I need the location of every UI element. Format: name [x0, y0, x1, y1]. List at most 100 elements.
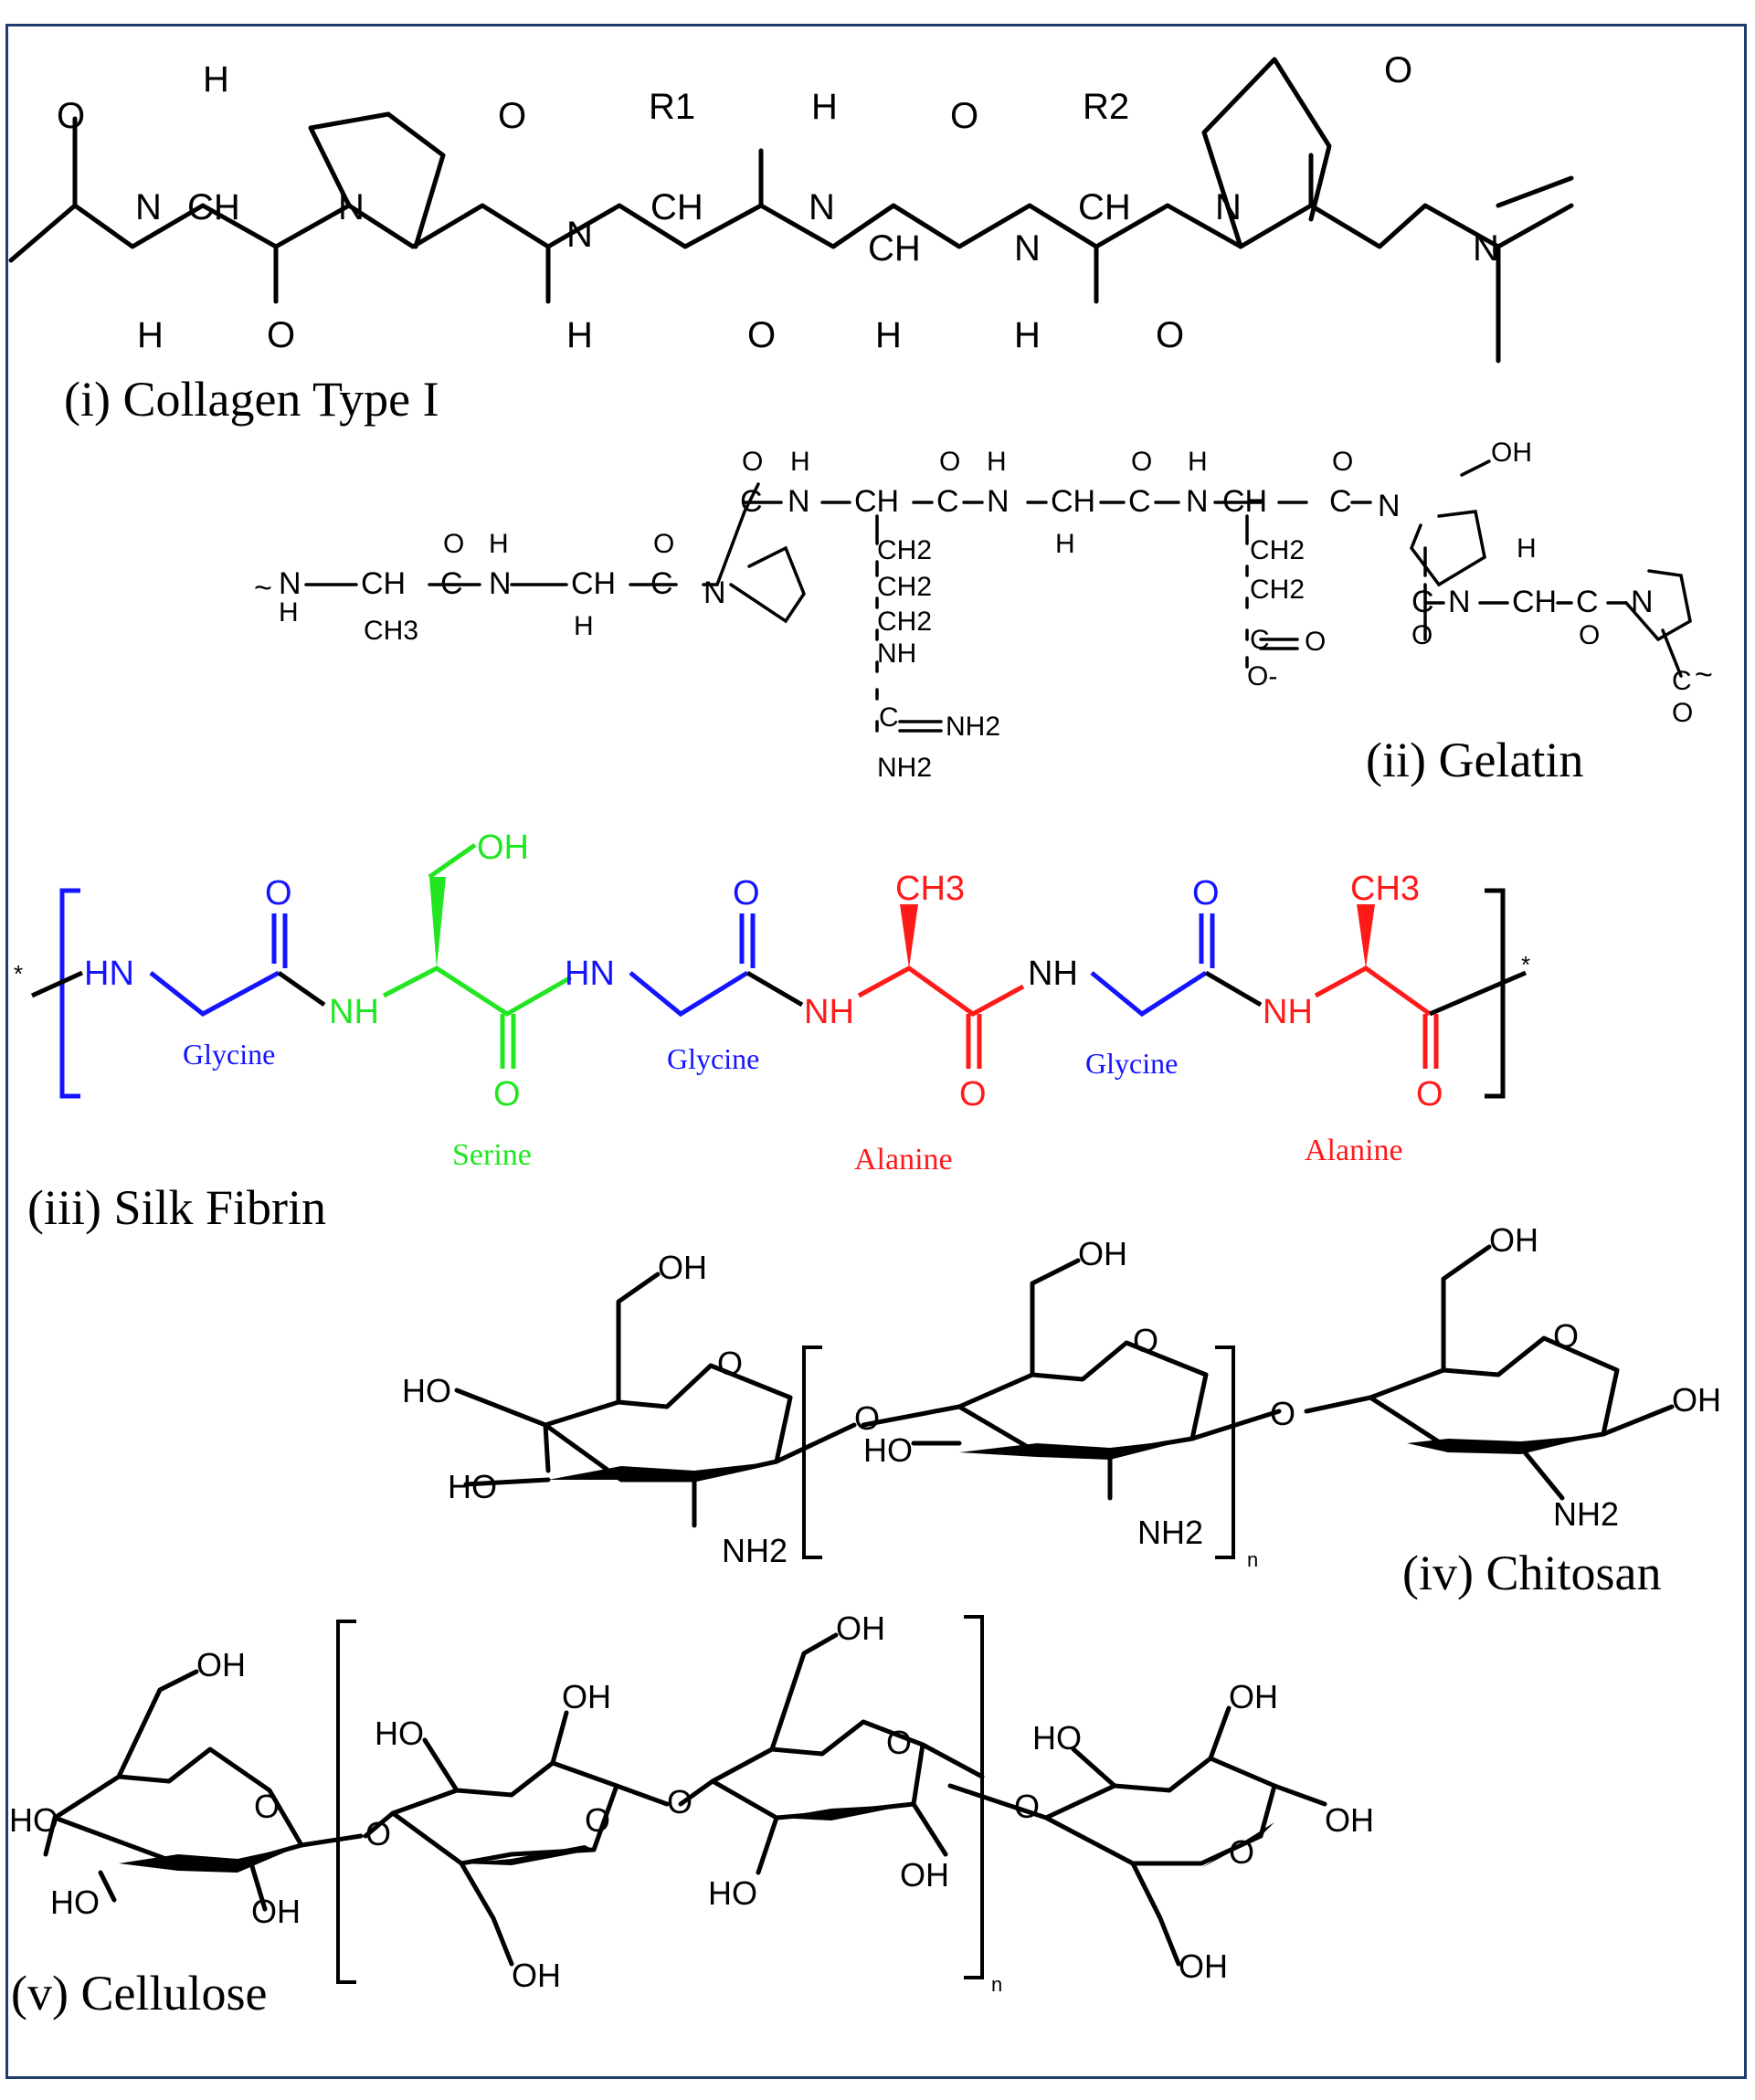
- atom-h: H: [1014, 315, 1041, 355]
- atom-oh: OH: [1179, 1947, 1228, 1985]
- atom-ho: HO: [448, 1468, 497, 1505]
- residue-label-alanine: Alanine: [854, 1143, 953, 1177]
- atom-ch2: CH2: [877, 607, 932, 637]
- atom-n: N: [1014, 228, 1041, 269]
- atom-n: N: [566, 215, 593, 255]
- atom-c: C: [936, 484, 959, 519]
- atom-o: O: [443, 529, 464, 559]
- gelatin-structure: [304, 459, 1692, 733]
- atom-oh: OH: [477, 828, 529, 867]
- atom-o: O: [733, 874, 760, 913]
- atom-o: O: [265, 874, 292, 913]
- atom-o: O: [1384, 50, 1412, 90]
- atom-ho: HO: [402, 1372, 451, 1409]
- atom-n: N: [135, 187, 162, 227]
- atom-ch: CH: [187, 187, 240, 227]
- residue-label-glycine: Glycine: [183, 1038, 275, 1071]
- atom-h: H: [137, 315, 164, 355]
- atom-c: C: [1250, 625, 1270, 655]
- atom-h: H: [790, 447, 810, 477]
- residue-label-glycine: Glycine: [667, 1042, 759, 1075]
- atom-n: N: [1186, 484, 1209, 519]
- atom-nh: NH: [329, 993, 379, 1031]
- atom-o: O: [653, 529, 674, 559]
- atom-h: H: [203, 59, 229, 100]
- atom-ch: CH: [650, 187, 703, 227]
- atom-o: O: [950, 96, 978, 136]
- atom-c: C: [1411, 585, 1434, 619]
- figure-frame: [5, 24, 1747, 2079]
- atom-ch: CH: [854, 484, 899, 519]
- atom-o: O: [57, 96, 85, 136]
- atom-nh: NH: [1263, 993, 1313, 1031]
- atom-h: H: [987, 447, 1007, 477]
- atom-o: O: [493, 1075, 521, 1113]
- atom-n: N: [809, 187, 835, 227]
- atom-h: H: [279, 597, 299, 628]
- atom-ch: CH: [361, 566, 406, 601]
- atom-oh: OH: [658, 1249, 707, 1286]
- atom-oh: OH: [900, 1856, 949, 1894]
- atom-nh2: NH2: [1553, 1495, 1619, 1533]
- atom-o: O: [939, 447, 960, 477]
- atom-c: C: [1672, 666, 1692, 696]
- atom-o: O: [1411, 620, 1433, 650]
- atom-ho: HO: [375, 1715, 424, 1752]
- atom-oh: OH: [1489, 1221, 1538, 1259]
- atom-hn: HN: [84, 955, 134, 993]
- atom-h: H: [489, 529, 509, 559]
- atom-o: O: [1192, 874, 1220, 913]
- atom-n: N: [1473, 228, 1499, 269]
- atom-nh2: NH2: [1137, 1514, 1203, 1551]
- silk-structure: [30, 842, 1527, 1099]
- atom-h: H: [1055, 529, 1075, 559]
- caption-collagen: (i) Collagen Type I: [64, 372, 439, 427]
- atom-r2: R2: [1083, 87, 1129, 127]
- atom-o-minus: O-: [1247, 661, 1277, 691]
- atom-oh: OH: [1491, 438, 1532, 468]
- atom-h: H: [811, 87, 838, 127]
- collagen-structure: [8, 57, 1574, 364]
- atom-ho: HO: [708, 1874, 757, 1912]
- atom-oh: OH: [196, 1646, 246, 1683]
- atom-ch: CH: [1512, 585, 1557, 619]
- atom-oh: OH: [251, 1893, 301, 1930]
- atom-o: O: [1553, 1317, 1579, 1355]
- atom-r1: R1: [649, 87, 695, 127]
- atom-o: O: [747, 315, 776, 355]
- atom-ho: HO: [9, 1801, 58, 1839]
- atom-c: C: [1576, 585, 1599, 619]
- atom-o: O: [1270, 1395, 1295, 1432]
- atom-ch3: CH3: [364, 616, 418, 646]
- atom-oh: OH: [1672, 1381, 1721, 1419]
- atom-oh: OH: [1325, 1801, 1374, 1839]
- atom-ch2: CH2: [877, 572, 932, 602]
- cellulose-structure: [43, 1615, 1327, 1984]
- atom-o: O: [1156, 315, 1184, 355]
- atom-ch3: CH3: [1350, 870, 1420, 908]
- atom-ch: CH: [571, 566, 616, 601]
- atom-oh: OH: [512, 1957, 561, 1994]
- residue-label-alanine: Alanine: [1305, 1134, 1403, 1167]
- atom-h: H: [1517, 533, 1537, 564]
- atom-h: H: [875, 315, 902, 355]
- atom-n: N: [788, 484, 810, 519]
- atom-c: C: [650, 566, 673, 601]
- atom-c: C: [740, 484, 763, 519]
- atom-o: O: [365, 1815, 391, 1852]
- atom-nh: NH: [1028, 955, 1078, 993]
- atom-o: O: [1672, 698, 1693, 728]
- atom-c: C: [1329, 484, 1352, 519]
- atom-ch2: CH2: [1250, 575, 1305, 605]
- chitosan-structure: [454, 1244, 1675, 1559]
- atom-o: O: [1332, 447, 1353, 477]
- atom-o: O: [667, 1783, 692, 1820]
- atom-ch2: CH2: [877, 535, 932, 565]
- atom-o: O: [1133, 1322, 1158, 1359]
- atom-n: N: [1448, 585, 1471, 619]
- atom-o: O: [1579, 620, 1600, 650]
- wave-symbol: ~: [1695, 658, 1713, 692]
- atom-nh2: NH2: [946, 712, 1000, 742]
